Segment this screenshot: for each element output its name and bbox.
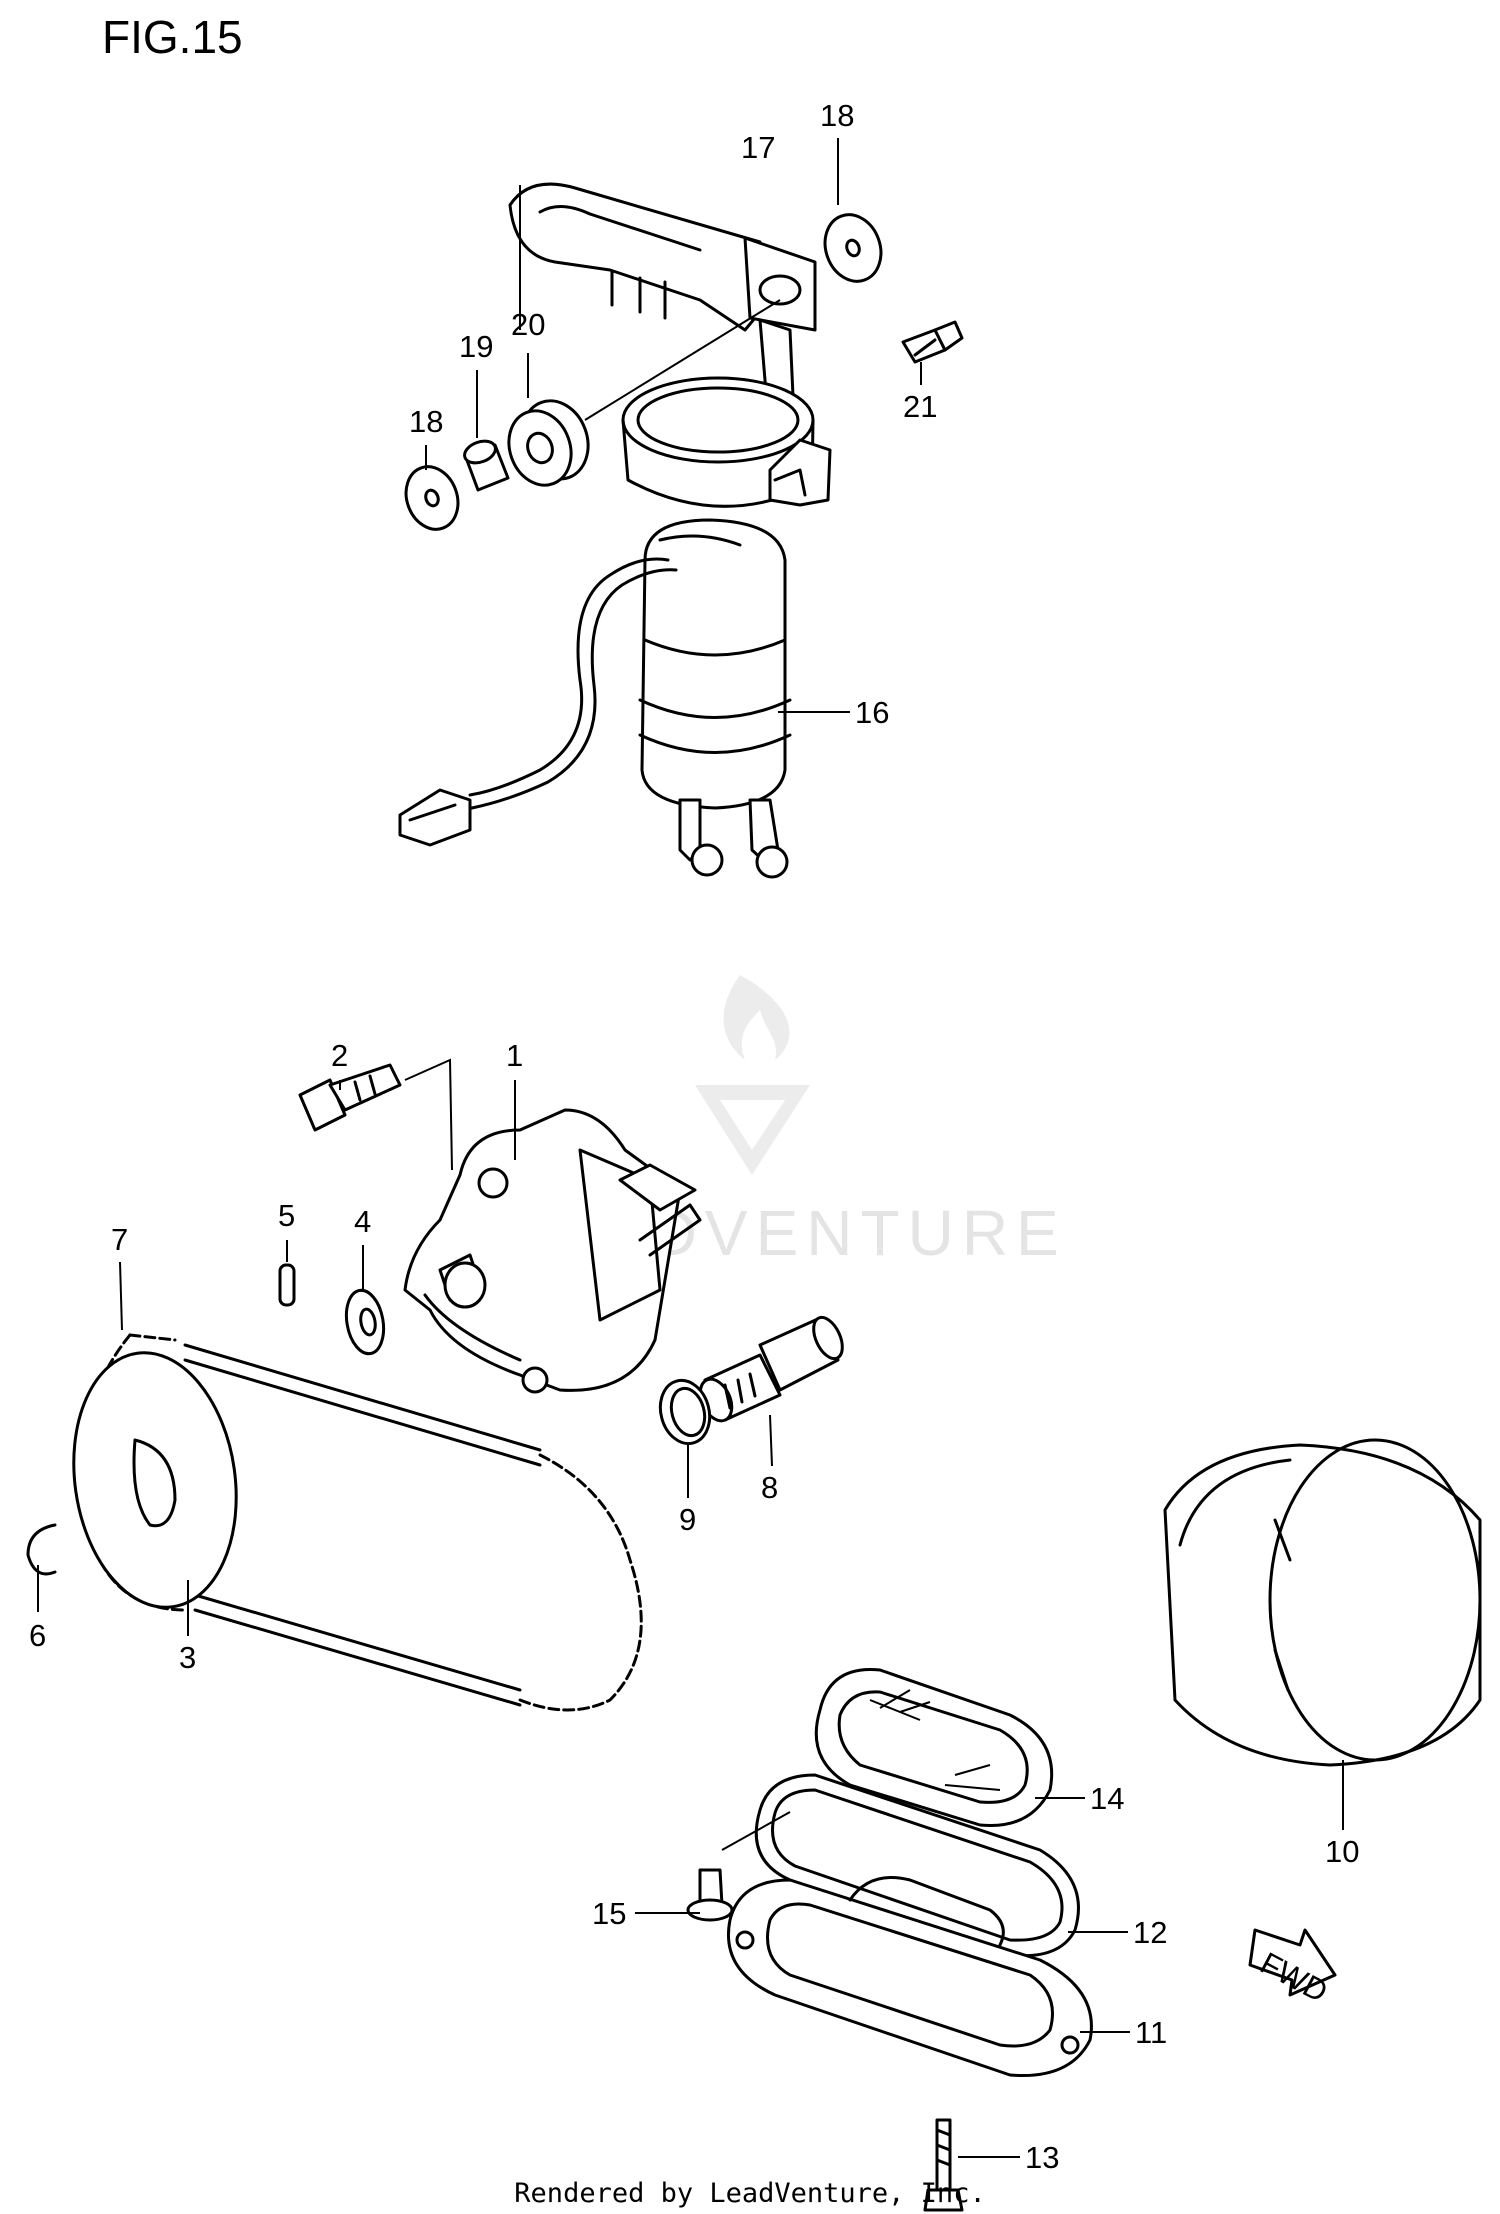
leader-15-14 [721,1811,791,1851]
callout-15: 15 [592,1896,626,1931]
callout-5: 5 [278,1198,295,1233]
oil-filter-10 [1163,1438,1482,1767]
clamp-band-part [621,376,832,508]
oil-pan-11 [727,1876,1093,2078]
callout-2: 2 [331,1038,348,1073]
callout-18-left: 18 [409,404,443,439]
relief-valve-8 [698,1315,844,1423]
bolt-2-part [298,1063,402,1132]
gasket-12 [754,1773,1080,1958]
callout-13: 13 [1025,2140,1059,2175]
callout-10: 10 [1325,1834,1359,1869]
oil-pump-part [403,1108,702,1394]
o-ring-9 [658,1378,712,1446]
strainer-14 [814,1668,1054,1828]
callout-leaders [37,138,1344,2158]
footer-credit: Rendered by LeadVenture, Inc. [514,2178,986,2209]
callout-12: 12 [1133,1915,1167,1950]
callout-19: 19 [459,329,493,364]
sprocket-3 [72,1351,238,1609]
watermark-v-icon [695,1085,810,1175]
callout-21: 21 [903,389,937,424]
callout-18-top: 18 [820,98,854,133]
collar-19 [463,439,510,492]
callout-7: 7 [111,1222,128,1257]
bracket-part [508,182,817,442]
washer-18-left [404,465,460,531]
grommet-20 [507,399,590,487]
callout-6: 6 [29,1618,46,1653]
callout-17: 17 [741,130,775,165]
fuel-pump-part [398,518,792,879]
callout-4: 4 [354,1204,371,1239]
watermark-flame-icon [723,975,790,1060]
bolt-15 [686,1868,734,1922]
figure-title: FIG.15 [102,11,243,63]
callout-11: 11 [1135,2015,1167,2050]
callout-labels: 1 2 3 4 5 6 7 8 9 10 11 12 13 14 15 16 1… [29,98,1359,2175]
callout-8: 8 [761,1470,778,1505]
washer-18-top [823,213,883,283]
callout-1: 1 [506,1038,523,1073]
bolt-21 [901,320,964,364]
callout-20: 20 [511,307,545,342]
callout-9: 9 [679,1502,696,1537]
leader-20-17 [584,299,781,421]
callout-14: 14 [1090,1781,1124,1816]
leader-2-1 [404,1058,453,1171]
bolt-13 [923,2118,964,2212]
washer-4-part [344,1288,386,1356]
circlip-6 [26,1523,57,1576]
dowel-pin-5 [278,1263,296,1307]
callout-16: 16 [855,695,889,730]
callout-3: 3 [179,1640,196,1675]
fwd-arrow: FWD [1248,1928,1337,2009]
